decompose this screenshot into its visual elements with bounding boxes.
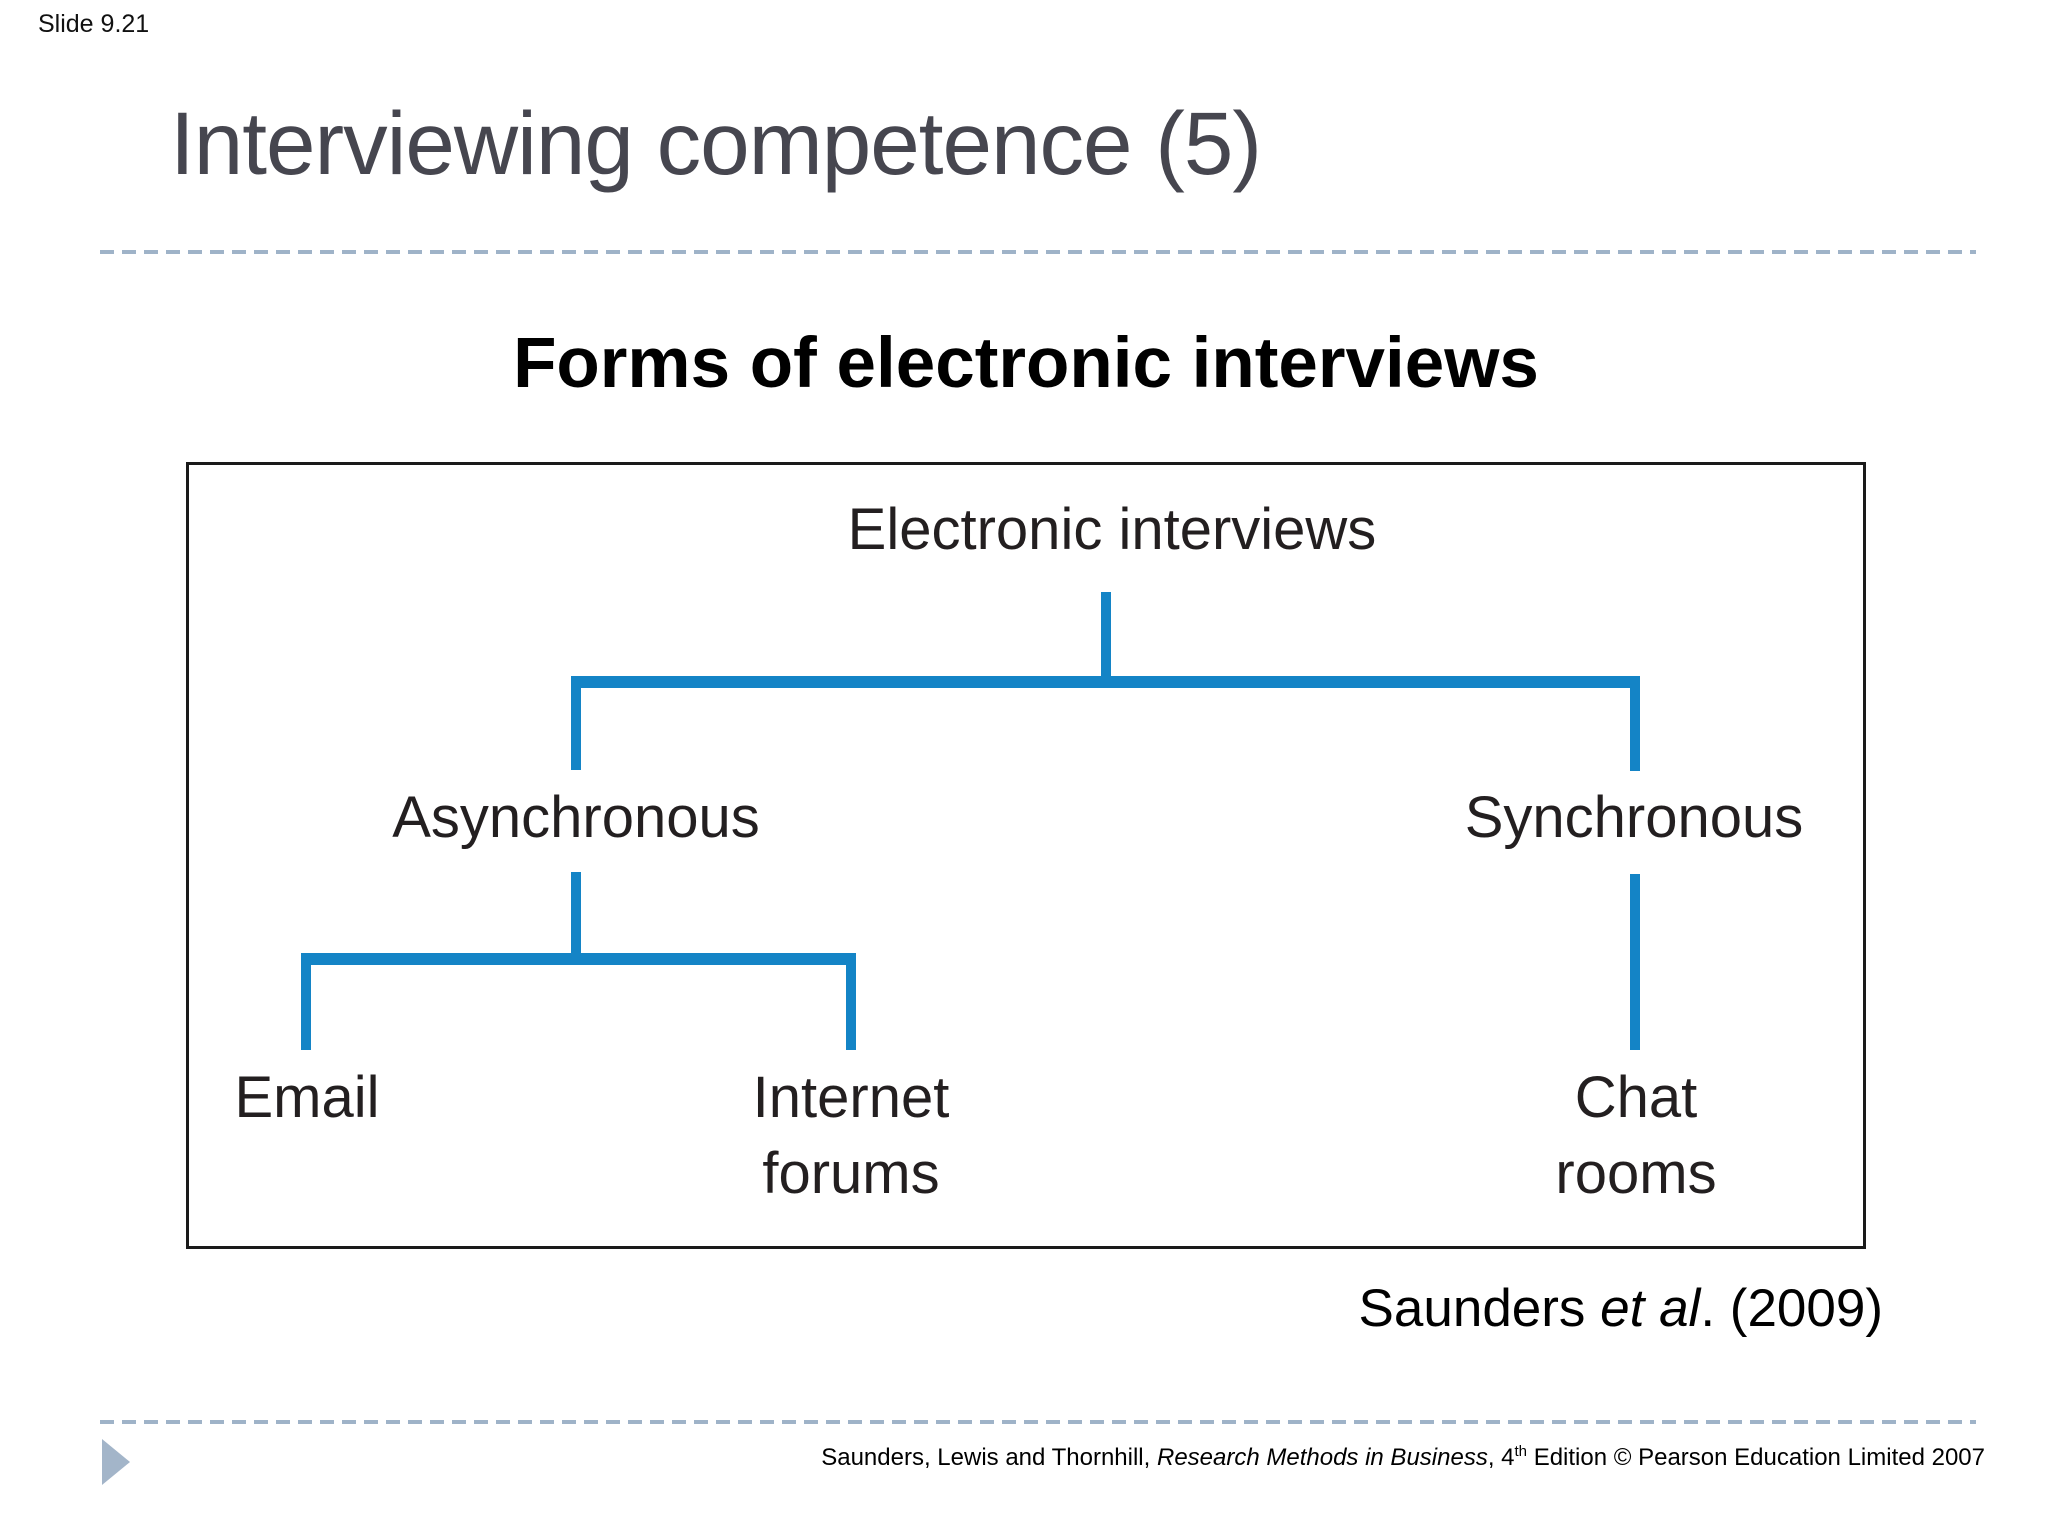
title-divider-dashed-line — [100, 250, 1976, 254]
connector-synchronous-drop — [1630, 676, 1640, 771]
citation-et-al: et al — [1600, 1279, 1701, 1338]
footer-edition-superscript: th — [1514, 1443, 1528, 1460]
footer-book-title: Research Methods in Business — [1156, 1444, 1488, 1471]
connector-root-drop — [1101, 592, 1111, 684]
tree-node-chat-rooms: Chat rooms — [1555, 1065, 1717, 1206]
footer-publisher: Edition © Pearson Education Limited 2007 — [1527, 1444, 1985, 1471]
tree-node-internet-forums: Internet forums — [752, 1065, 950, 1206]
figure-heading: Forms of electronic interviews — [513, 324, 1539, 403]
connector-level2-horizontal — [301, 953, 856, 965]
footer-divider-dashed-line — [100, 1420, 1976, 1424]
figure-border-box — [186, 462, 1866, 1249]
footer-edition-number: , 4 — [1487, 1444, 1515, 1471]
tree-node-asynchronous: Asynchronous — [392, 785, 760, 850]
slide-arrow-icon — [102, 1439, 130, 1485]
connector-email-drop — [301, 953, 311, 1050]
tree-node-email: Email — [234, 1065, 380, 1130]
connector-internet-forums-drop — [846, 953, 856, 1050]
footer-credit: Saunders, Lewis and Thornhill, Research … — [821, 1444, 1985, 1472]
connector-asynchronous-lower-drop — [571, 872, 581, 965]
footer-authors: Saunders, Lewis and Thornhill, — [821, 1444, 1157, 1471]
citation-year: . (2009) — [1700, 1279, 1883, 1338]
connector-asynchronous-drop — [571, 676, 581, 770]
connector-chat-rooms-drop — [1630, 874, 1640, 1050]
slide-number: Slide 9.21 — [38, 10, 150, 38]
citation-author: Saunders — [1358, 1279, 1601, 1338]
tree-node-electronic-interviews: Electronic interviews — [847, 497, 1377, 562]
connector-level1-horizontal — [571, 676, 1640, 688]
tree-node-synchronous: Synchronous — [1464, 785, 1804, 850]
slide-title: Interviewing competence (5) — [170, 93, 1262, 193]
figure-citation: Saunders et al. (2009) — [1359, 1278, 1883, 1339]
